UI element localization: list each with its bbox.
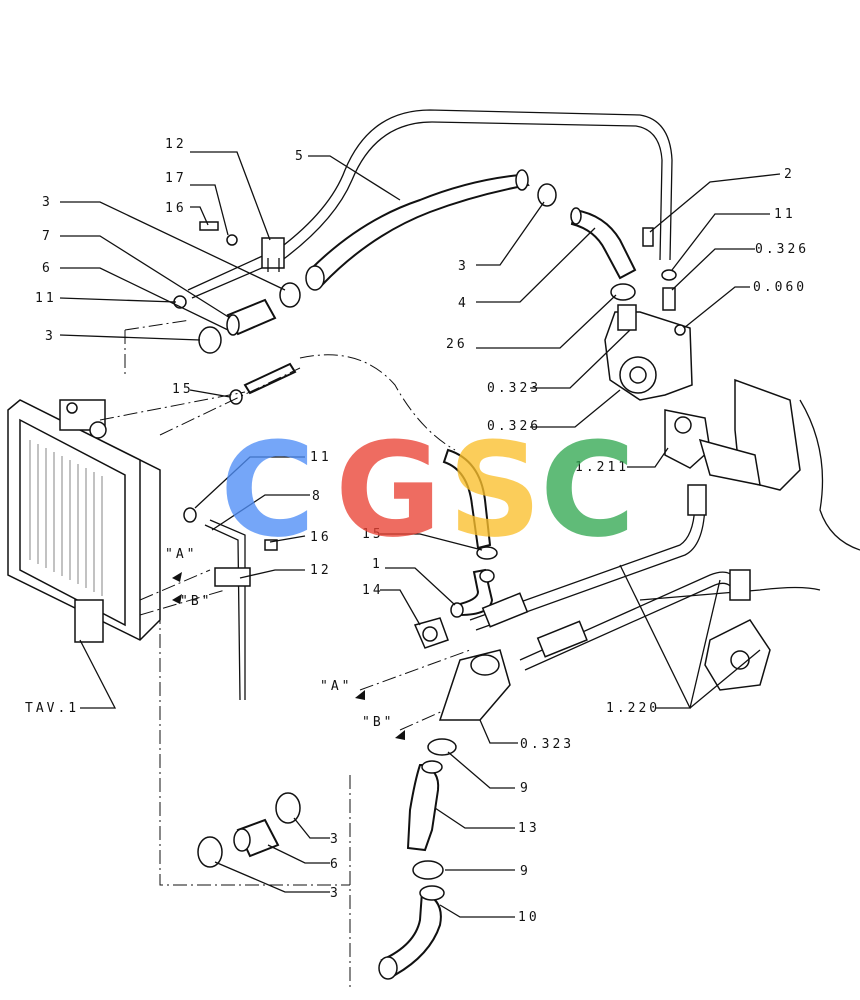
dashed-route [99, 319, 491, 990]
outlet-elbow-0323 [438, 649, 511, 721]
label-3: 3 [330, 832, 341, 847]
flow-arrows [172, 572, 405, 740]
label-9: 9 [520, 864, 531, 879]
label-1-211: 1.211 [575, 460, 629, 475]
label-10: 10 [518, 910, 540, 925]
pipe-8 [183, 507, 278, 701]
label-9: 9 [520, 781, 531, 796]
label-0-323: 0.323 [487, 381, 541, 396]
watermark-letter: C [540, 414, 635, 566]
part-labels: 12 17 16 3 7 6 11 3 15 5 3 4 26 0.323 0.… [25, 137, 809, 925]
label-16: 16 [310, 530, 332, 545]
label-3: 3 [330, 886, 341, 901]
sleeve-6 [226, 298, 277, 336]
label-a-upper: "A" [165, 547, 197, 562]
label-17: 17 [165, 171, 187, 186]
watermark-letter: G [335, 414, 442, 566]
label-3: 3 [45, 329, 56, 344]
label-5: 5 [295, 149, 306, 164]
label-14: 14 [362, 583, 384, 598]
radiator [7, 399, 161, 643]
label-7: 7 [42, 229, 53, 244]
label-13: 13 [518, 821, 540, 836]
watermark-letter: S [448, 414, 542, 566]
cgsc-watermark: C G S C [220, 414, 635, 566]
engine-block [664, 378, 860, 551]
label-11: 11 [35, 291, 57, 306]
label-12: 12 [165, 137, 187, 152]
hose-10 [378, 860, 445, 980]
label-a-lower: "A" [320, 679, 352, 694]
watermark-letter: C [220, 414, 315, 566]
label-11: 11 [310, 450, 332, 465]
label-6: 6 [330, 857, 341, 872]
pipe-15 [243, 362, 297, 395]
label-b-upper: "B" [180, 594, 212, 609]
label-4: 4 [458, 296, 469, 311]
label-1-220: 1.220 [606, 701, 660, 716]
hose-4 [570, 207, 637, 280]
label-6: 6 [42, 261, 53, 276]
label-3: 3 [42, 195, 53, 210]
leader-lines [59, 151, 781, 918]
label-26: 26 [446, 337, 468, 352]
label-3: 3 [458, 259, 469, 274]
label-8: 8 [312, 489, 323, 504]
label-12: 12 [310, 563, 332, 578]
label-0-060: 0.060 [753, 280, 807, 295]
label-11: 11 [774, 207, 796, 222]
upper-bypass-pipe-5 [187, 109, 673, 299]
bracket-12 [199, 221, 285, 272]
label-0-323: 0.323 [520, 737, 574, 752]
label-15: 15 [362, 527, 384, 542]
label-0-326: 0.326 [755, 242, 809, 257]
label-16: 16 [165, 201, 187, 216]
hose-13 [406, 738, 457, 852]
label-0-326: 0.326 [487, 419, 541, 434]
sleeve-6-lower [197, 792, 301, 868]
label-15: 15 [172, 382, 194, 397]
label-2: 2 [784, 167, 795, 182]
heater-pipes-1220 [469, 484, 821, 691]
label-1: 1 [372, 557, 383, 572]
hose-clamp [173, 183, 677, 405]
fitting-14 [413, 617, 449, 649]
label-tav-1: TAV.1 [25, 701, 79, 716]
label-b-lower: "B" [362, 715, 394, 730]
